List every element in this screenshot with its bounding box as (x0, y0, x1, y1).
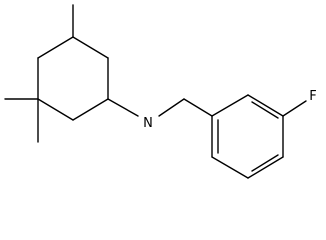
bond-benzene-2 (211, 156, 249, 179)
cyclohexane-ring (37, 36, 109, 121)
atom-label-fluorine: F (309, 89, 316, 104)
bond-benzene-double-2 (251, 154, 279, 172)
bond-to-fluorine (282, 100, 307, 117)
benzene-ring (211, 94, 284, 179)
bond-benzene-5 (247, 94, 284, 117)
bond-ring-3 (72, 98, 109, 121)
bond-ring-4 (37, 98, 74, 121)
bond-benzene-double-3 (251, 101, 279, 119)
bond-nitrogen-to-ch2 (158, 98, 185, 117)
atom-label-nitrogen: N (143, 116, 153, 131)
bond-benzene-3 (247, 156, 284, 179)
bond-ch2-to-benzene (183, 98, 213, 117)
bond-ring-1 (72, 36, 109, 59)
bond-ring-to-nitrogen (107, 98, 139, 117)
bond-benzene-6 (211, 94, 249, 117)
bond-ring-6 (37, 36, 74, 59)
molecule-diagram: N F (4, 4, 317, 179)
